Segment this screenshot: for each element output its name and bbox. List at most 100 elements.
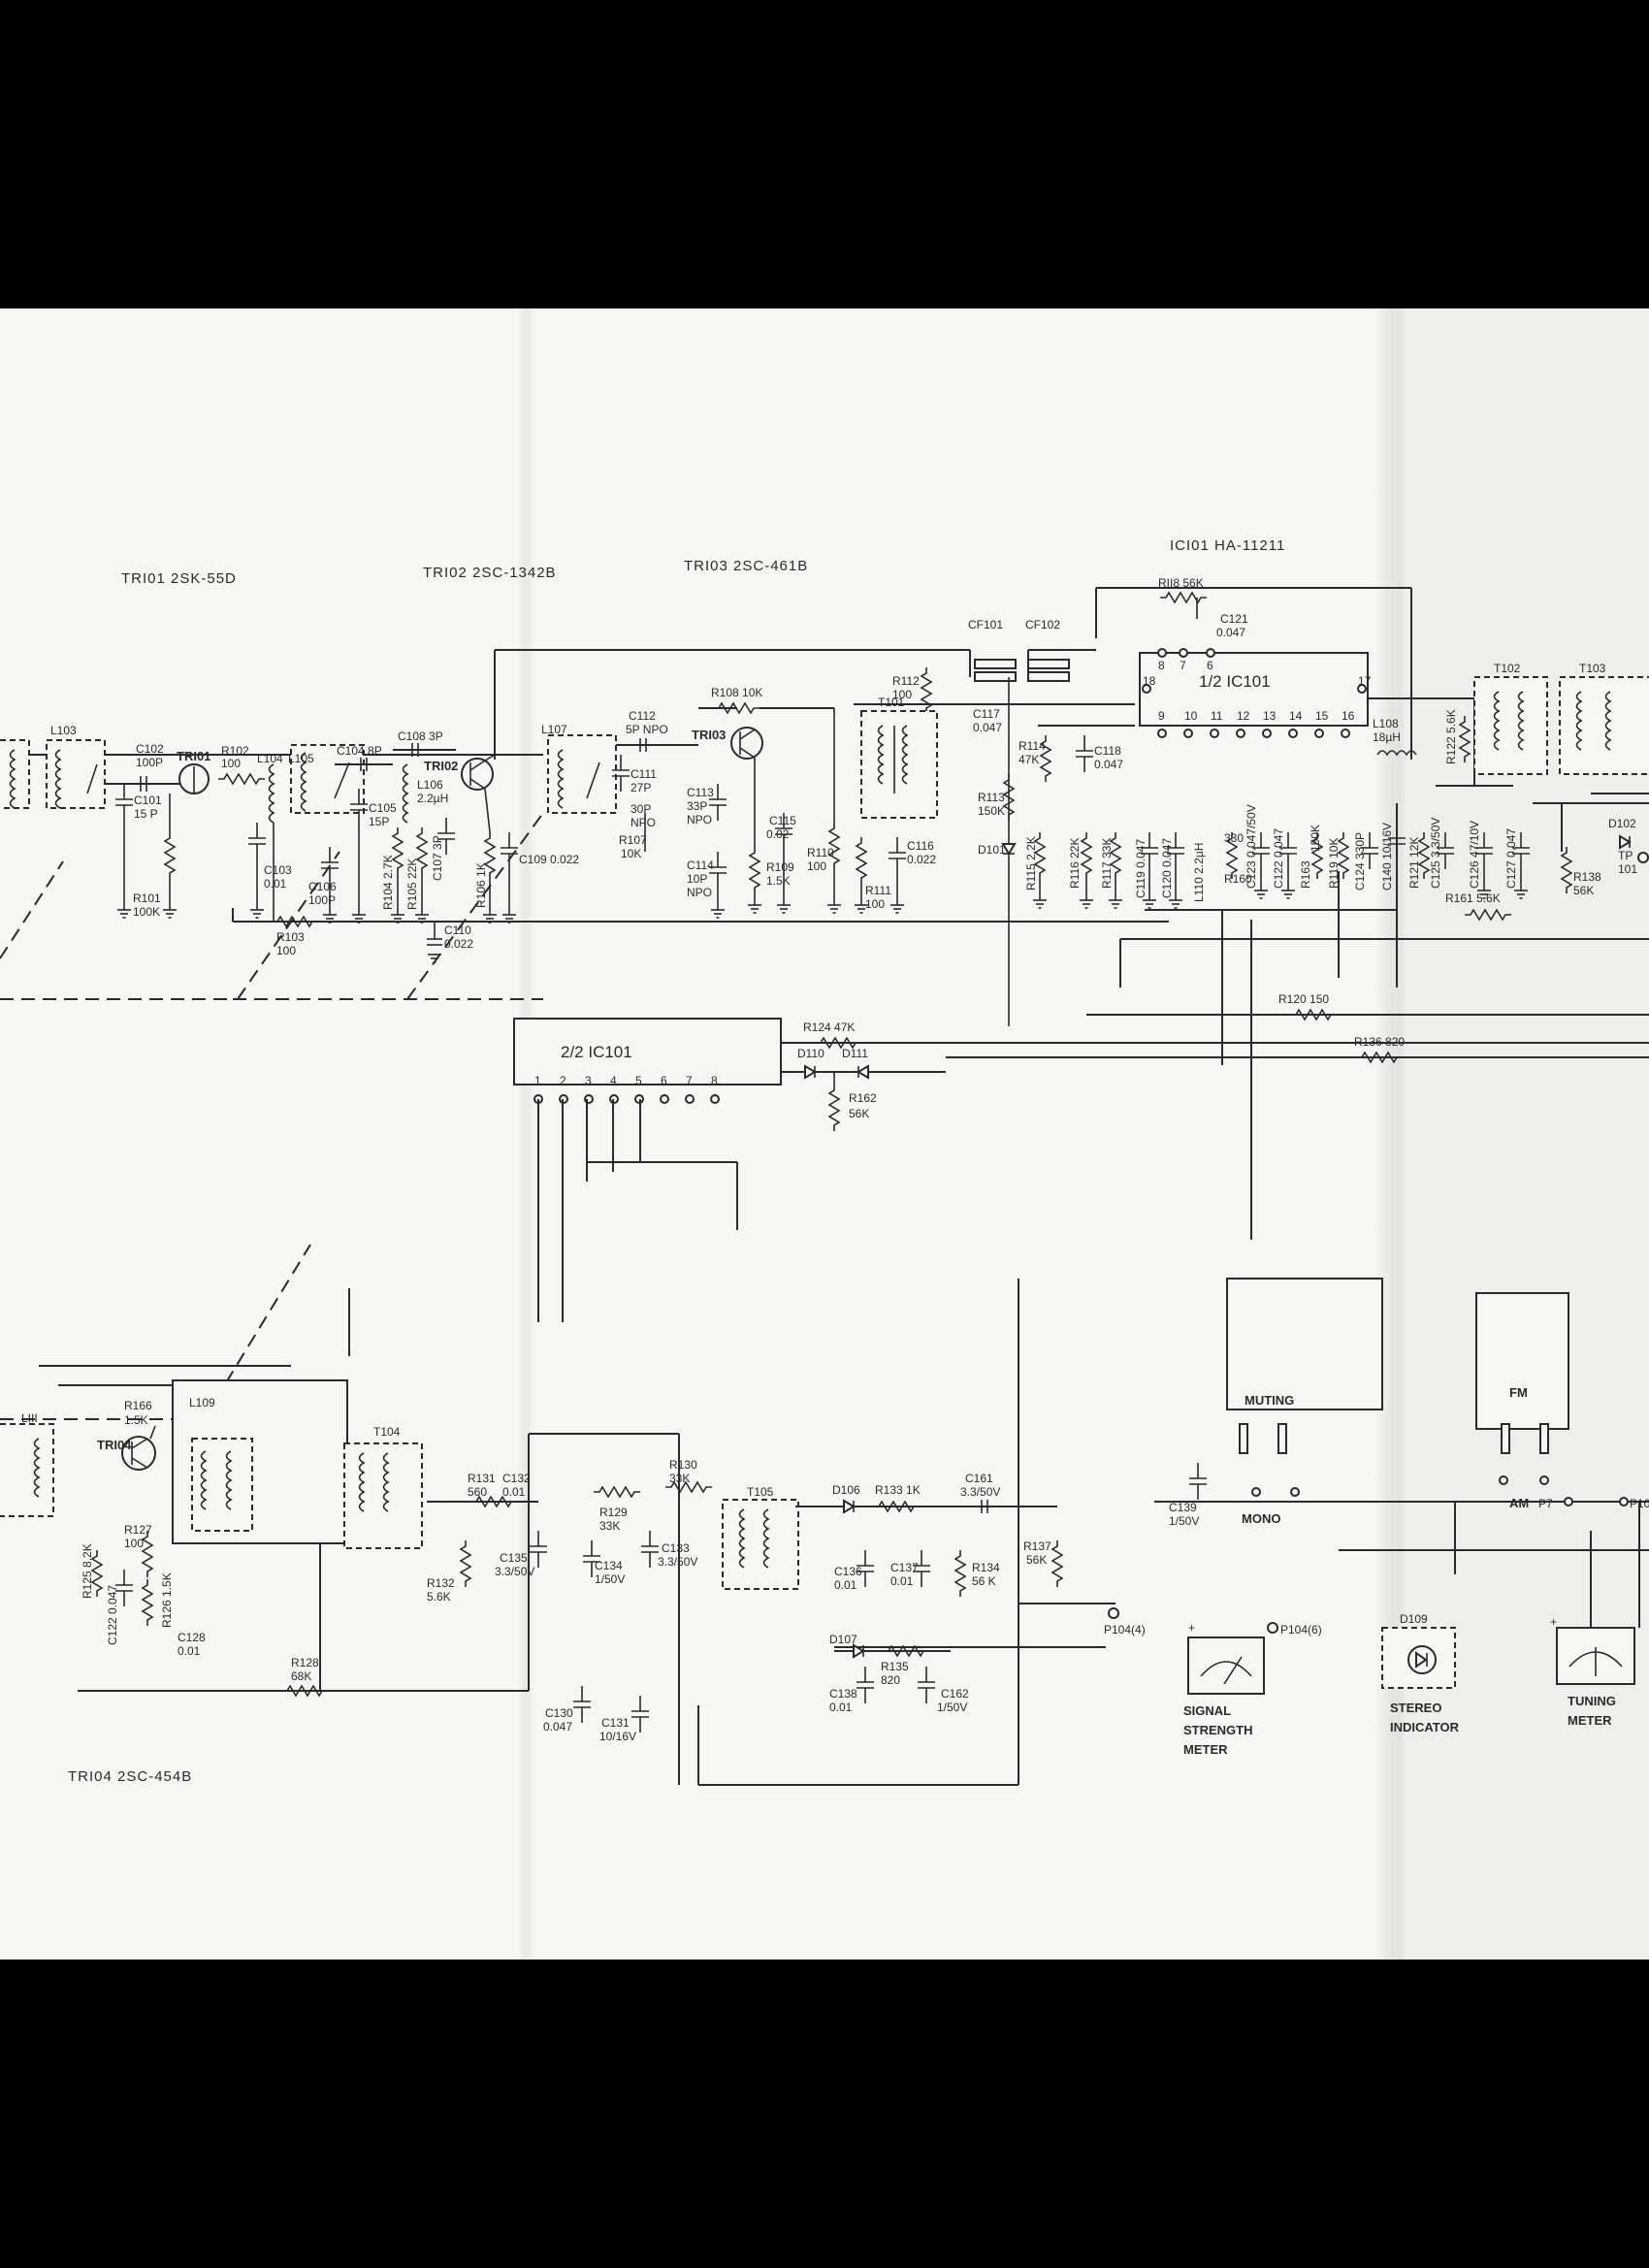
c110-cap: C110 0.022 [427,922,473,963]
schematic-sheet: L103 C102 100P C101 15 P TRI01 [0,308,1649,1960]
tr102-transistor: TRI02 [424,754,496,833]
c127-label: C127 0.047 [1504,828,1518,889]
l108-coil: L108 18µH [1373,717,1417,757]
c113-value: 33P [687,799,707,813]
l106-coil: L106 2.2µH [402,763,448,824]
c135-value: 3.3/50V [495,1565,534,1578]
d101-diode: D101 [978,843,1017,857]
tuning-meter: + TUNING METER [1550,1615,1635,1728]
r128-label: R128 [291,1656,319,1669]
r111-resistor: R111 100 [854,836,891,914]
t104-label: T104 [373,1425,401,1439]
r120-resistor: R120 150 [1086,992,1649,1021]
c119-label: C119 0.047 [1134,839,1148,898]
tr104-title: TRI04 2SC-454B [68,1768,192,1785]
r127-value: 100 [124,1537,144,1550]
r122-label: R122 5.6K [1444,709,1458,764]
tr101-transistor: TRI01 [177,749,210,794]
tp101-test-point[interactable]: TP 101 [1618,849,1649,876]
r104-label: R104 2.7K [381,855,395,910]
l106-value: 2.2µH [417,792,448,805]
r127-resistor: R127 100 [124,1523,153,1578]
c109-cap: C109 0.022 [500,831,579,923]
c116-cap: C116 0.022 [888,836,936,914]
l109-coil: L109 [172,1379,348,1544]
r109-label: R109 [766,860,794,874]
c130-value: 0.047 [543,1720,572,1733]
t105-label: T105 [747,1485,774,1499]
r116-label: R116 22K [1068,838,1082,889]
c104-cap: C104 8P [335,744,393,771]
r137-resistor: R137 56K [1023,1539,1063,1588]
r130-value: 33K [669,1472,690,1485]
r121-label: R121 12K [1407,837,1421,889]
c140-label: C140 10/16V [1380,823,1394,891]
r114-value: 47K [1018,753,1039,766]
d111-label: D111 [842,1047,868,1060]
signal-meter-line-2: STRENGTH [1183,1723,1253,1737]
l107-coil: L107 [541,723,617,814]
cf102-label: CF102 [1025,618,1060,632]
c138-value: 0.01 [829,1701,853,1714]
c131-label: C131 [601,1716,630,1730]
ic101-pin-11: 11 [1211,709,1223,723]
c133-value: 3.3/50V [658,1555,697,1569]
r137-value: 56K [1026,1553,1047,1567]
stereo-indicator-line-2: INDICATOR [1390,1720,1460,1734]
r166-label: R166 [124,1399,152,1412]
r130-resistor: R130 33K [664,1458,713,1493]
t103-transformer: T103 [1559,662,1649,775]
c161-cap: C161 3.3/50V [960,1472,1000,1513]
muting-mono-switch[interactable]: MUTING MONO [1226,1278,1383,1526]
tr103-symbol-label: TRI03 [692,728,726,742]
r161-resistor: R161 5.6K [1445,891,1512,921]
c101-value: 15 P [134,807,158,821]
tr104-symbol-label: TRI04 [97,1438,132,1452]
c114-label: C114 [687,859,714,872]
c113-value-2: NPO [687,813,712,826]
c161-label: C161 [965,1472,993,1485]
r108-label: R108 10K [711,686,762,699]
tuning-meter-plus: + [1550,1615,1557,1629]
r161-label: R161 5.6K [1445,891,1501,905]
p104a-label: P104(4) [1104,1623,1146,1636]
r111-value: 100 [865,897,885,911]
c126-label: C126 47/10V [1468,821,1481,889]
ic101-b-pin-7: 7 [686,1074,693,1087]
r119-label: R119 10K [1327,838,1341,889]
r110-resistor: R110 100 [807,708,842,914]
ic101-half-2-label: 2/2 IC101 [561,1043,632,1061]
c136-label: C136 [834,1565,862,1578]
signal-meter-line-3: METER [1183,1742,1228,1757]
c128-label: C128 [178,1631,206,1644]
c134-value: 1/50V [595,1572,625,1586]
r113-resistor: R113 150K [978,773,1015,822]
p10-label: P10 [1630,1497,1649,1510]
fm-am-switch[interactable]: FM AM P7 P10 [1475,1292,1649,1510]
ic101-pin-12: 12 [1237,709,1250,723]
r107-value: 10K [621,847,641,860]
c105-cap: C105 15P [349,788,397,923]
ic101-pin-9: 9 [1158,709,1165,723]
r122-resistor: R122 5.6K [1444,709,1471,764]
ic101-b-pin-3: 3 [585,1074,592,1087]
c162-value: 1/50V [937,1701,967,1714]
d102-label: D102 [1608,817,1636,830]
r135-resistor: R135 820 [881,1645,930,1687]
c135-label: C135 [500,1551,528,1565]
ic101-pin-13: 13 [1263,709,1277,723]
ic101-pin-8: 8 [1158,659,1165,672]
r103-resistor: R103 100 [271,916,319,957]
cf101-label: CF101 [968,618,1003,632]
r113-label: R113 [978,791,1005,804]
ic101-b-pin-6: 6 [661,1074,667,1087]
r128-resistor: R128 68K [78,1656,329,1697]
r103-value: 100 [276,944,296,957]
r120-label: R120 150 [1278,992,1329,1006]
d110-label: D110 [797,1047,824,1060]
l111-label: LIII [21,1411,38,1425]
r134-value: 56 K [972,1574,996,1588]
r132-value: 5.6K [427,1590,451,1604]
